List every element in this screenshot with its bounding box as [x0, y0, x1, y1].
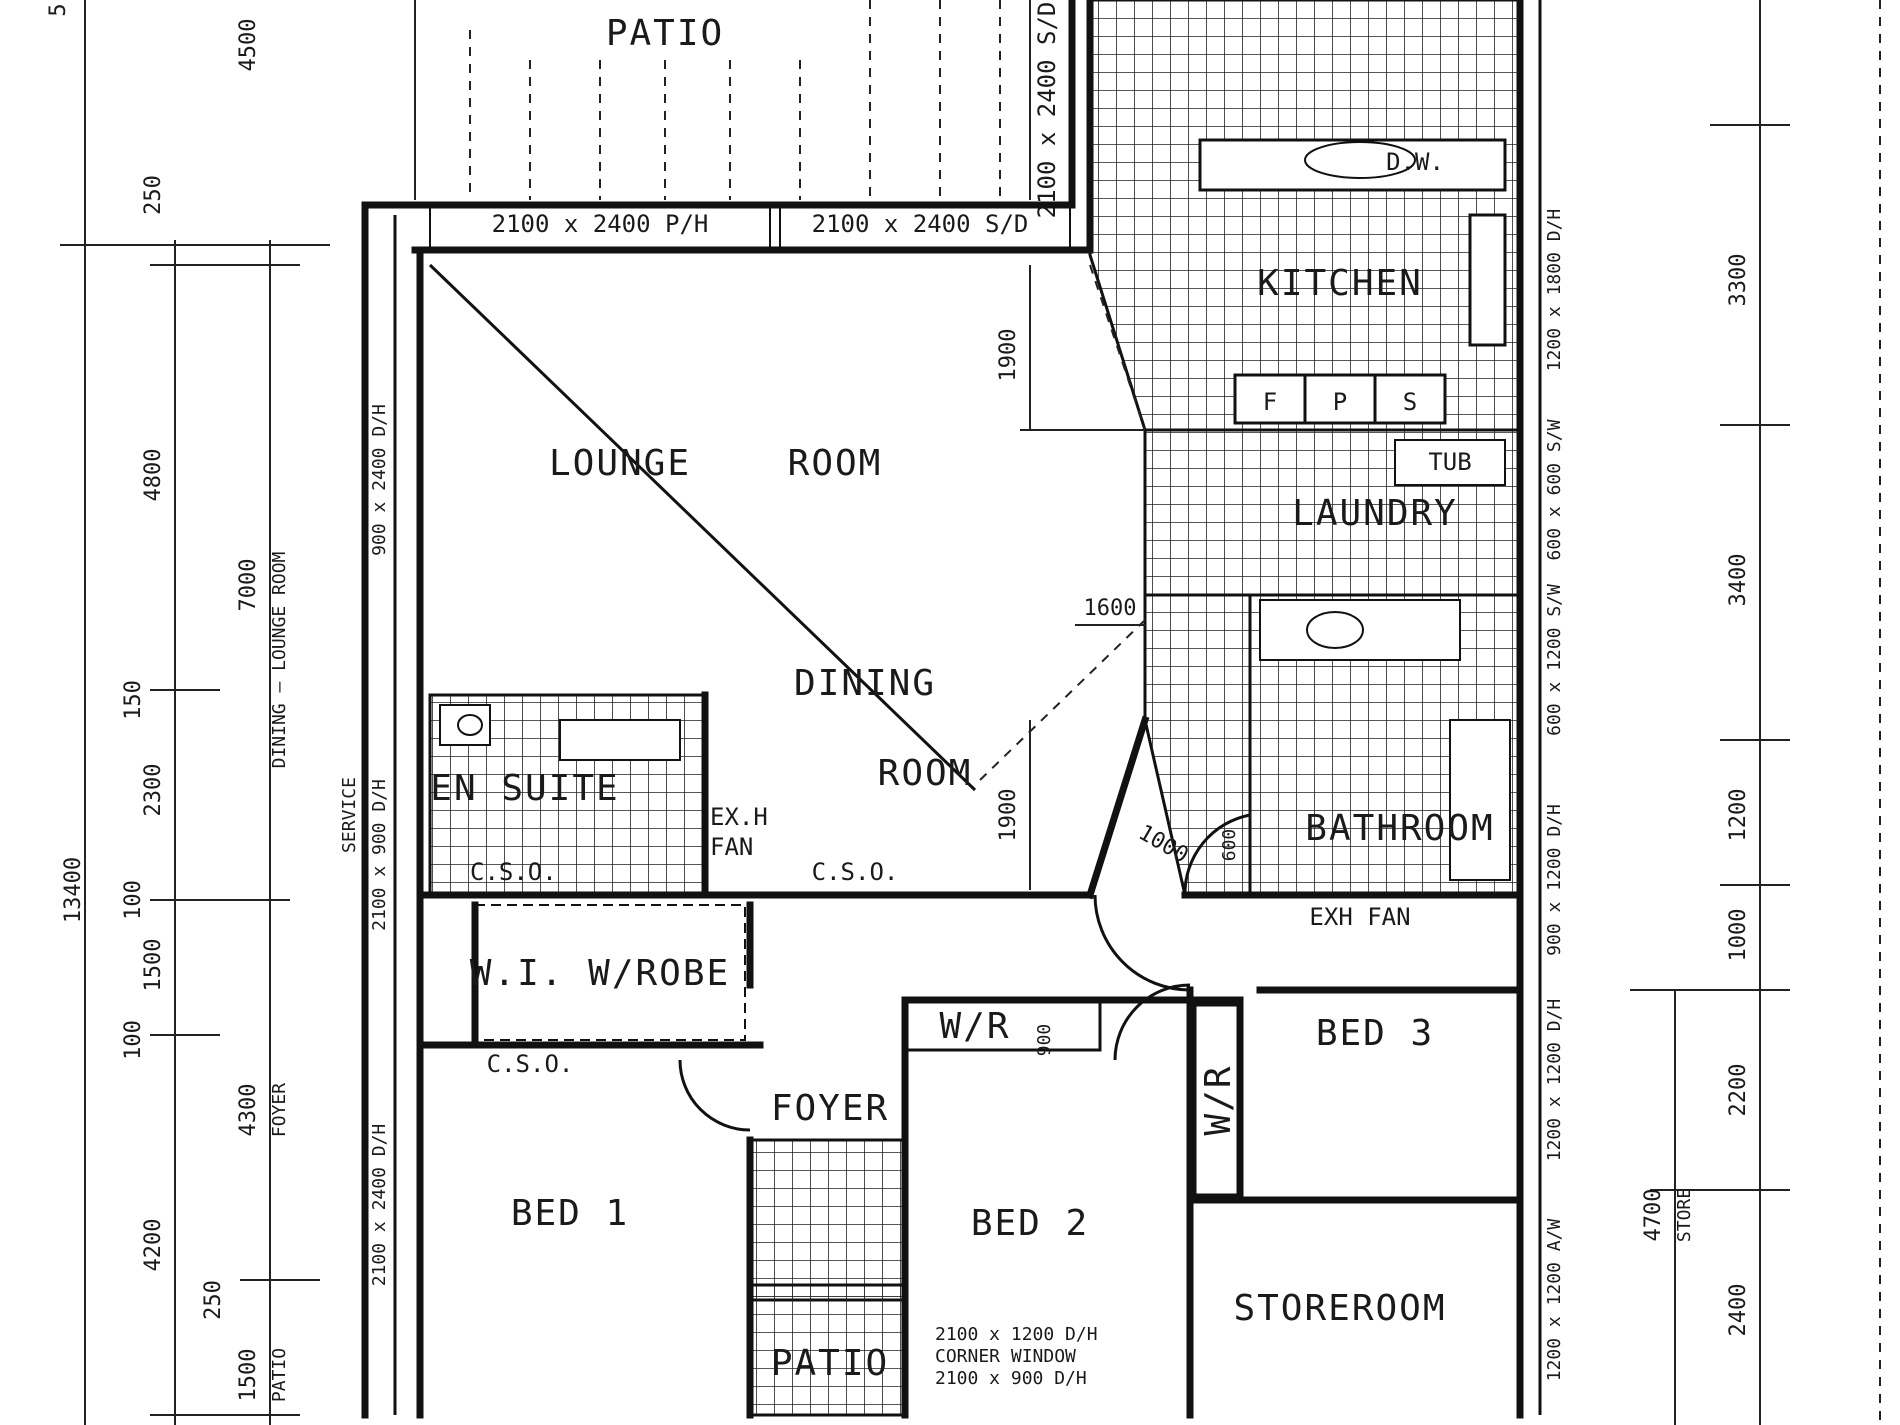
dim-2300: 2300	[141, 764, 166, 817]
dim-3300: 3300	[1726, 254, 1751, 307]
dim-1000-b: 1000	[1726, 909, 1751, 962]
room-label-wi-wrobe: W.I. W/ROBE	[470, 953, 730, 994]
dim-4300: 4300	[236, 1084, 261, 1137]
dim-1900-upper: 1900	[996, 329, 1021, 382]
right-opening-1: 600 x 600 S/W	[1544, 419, 1565, 560]
left-wall-notes: 900 x 2400 D/H SERVICE 2100 x 900 D/H 21…	[339, 404, 390, 1286]
dim-3400: 3400	[1726, 554, 1751, 607]
wardrobe-middle: W/R 900	[903, 998, 1102, 1057]
left-opening-2: SERVICE	[339, 777, 360, 853]
dim-250-b: 250	[201, 1280, 226, 1320]
room-label-bathroom: BATHROOM	[1305, 808, 1494, 849]
dim-1600: 1600	[1084, 596, 1137, 621]
cso-label-wrobe: C.S.O.	[487, 1050, 574, 1078]
dim-foyer-vertical: FOYER	[269, 1083, 290, 1137]
dim-7000: 7000	[236, 559, 261, 612]
cso-label-hall: C.S.O.	[812, 858, 899, 886]
room-label-patio-bottom: PATIO	[771, 1343, 889, 1384]
dim-dining-lounge: DINING — LOUNGE ROOM	[269, 551, 290, 768]
room-label-ensuite: EN SUITE	[430, 768, 619, 809]
dim-2200: 2200	[1726, 1064, 1751, 1117]
exhaust-fan-hall-label: EXH FAN	[1309, 903, 1410, 931]
right-opening-4: 1200 x 1200 D/H	[1544, 999, 1565, 1162]
laundry-fixtures: TUB LAUNDRY	[1292, 439, 1506, 534]
dim-4500: 4500	[236, 19, 261, 72]
room-label-wr-middle: W/R	[939, 1006, 1010, 1047]
room-label-patio-top: PATIO	[606, 13, 724, 54]
bathroom-fixtures: BATHROOM	[1259, 599, 1511, 881]
dim-150: 150	[121, 680, 146, 720]
bed2-note-3: 2100 x 900 D/H	[935, 1368, 1087, 1389]
fridge-label: F	[1263, 388, 1277, 416]
bed2-window-notes: 2100 x 1200 D/H CORNER WINDOW 2100 x 900…	[935, 1324, 1098, 1389]
patio-hatch-lines	[469, 0, 1001, 200]
dim-store-vertical: STORE	[1674, 1188, 1695, 1242]
dim-5: 5	[46, 3, 71, 16]
foyer-area	[748, 1138, 907, 1302]
left-opening-bed1: 2100 x 2400 D/H	[369, 1124, 390, 1287]
dim-100-b: 100	[121, 1020, 146, 1060]
wardrobe-bed3: W/R	[1193, 1003, 1242, 1197]
dim-1500: 1500	[141, 939, 166, 992]
patio-top: PATIO 2100 x 2400 S/D	[414, 0, 1061, 219]
room-label-lounge: LOUNGE	[549, 443, 691, 484]
dim-13400: 13400	[61, 857, 86, 923]
dim-4800: 4800	[141, 449, 166, 502]
right-opening-3: 900 x 1200 D/H	[1544, 804, 1565, 956]
opening-top-right: 2100 x 2400 S/D	[812, 210, 1029, 238]
dim-4200: 4200	[141, 1219, 166, 1272]
room-label-wr-bed3: W/R	[1198, 1064, 1239, 1135]
room-label-foyer: FOYER	[771, 1088, 889, 1129]
dim-2400: 2400	[1726, 1284, 1751, 1337]
stove-label: S	[1403, 388, 1417, 416]
opening-right-top: 2100 x 2400 S/D	[1033, 2, 1061, 219]
dim-1200: 1200	[1726, 789, 1751, 842]
right-opening-5: 1200 x 1200 A/W	[1544, 1219, 1565, 1382]
bedrooms: BED 1 BED 2 BED 3 STOREROOM FOYER PATIO	[511, 1013, 1446, 1384]
dim-1900-lower: 1900	[996, 789, 1021, 842]
dim-4700: 4700	[1641, 1189, 1666, 1242]
lounge-dining: LOUNGE ROOM DINING ROOM	[428, 263, 1146, 794]
top-windows: 2100 x 2400 P/H 2100 x 2400 S/D	[429, 204, 1071, 251]
room-label-bed3: BED 3	[1316, 1013, 1434, 1054]
dim-250: 250	[141, 175, 166, 215]
right-dimension-chain: 3300 3400 1200 1000 2200 4700 STORE 2400	[1630, 0, 1790, 1425]
room-label-dining-room: ROOM	[878, 753, 973, 794]
dim-1500-b: 1500	[236, 1349, 261, 1402]
cso-label-ensuite: C.S.O.	[470, 858, 557, 886]
tub-label: TUB	[1428, 448, 1471, 476]
exhaust-fan-label-2: FAN	[710, 833, 753, 861]
room-label-kitchen: KITCHEN	[1257, 263, 1423, 304]
pantry-label: P	[1333, 388, 1347, 416]
opening-top-left: 2100 x 2400 P/H	[492, 210, 709, 238]
left-dimension-chain: 4500 250 4800 7000 DINING — LOUNGE ROOM …	[46, 0, 330, 1425]
dim-100-a: 100	[121, 880, 146, 920]
room-label-bed1: BED 1	[511, 1193, 629, 1234]
bed2-note-1: 2100 x 1200 D/H	[935, 1324, 1098, 1345]
dim-900-wr: 900	[1034, 1024, 1055, 1057]
dishwasher-label: D.W.	[1386, 148, 1444, 176]
right-wall-notes: 1200 x 1800 D/H 600 x 600 S/W 600 x 1200…	[1544, 209, 1565, 1382]
exhaust-fan-label-1: EX.H	[710, 803, 768, 831]
kitchen-area	[1088, 0, 1522, 432]
bed2-note-2: CORNER WINDOW	[935, 1346, 1076, 1367]
walk-in-robe: W.I. W/ROBE C.S.O.	[470, 904, 746, 1078]
kitchen-fixtures: D.W. F P S KITCHEN	[1198, 138, 1507, 425]
ensuite-fixtures: EN SUITE EX.H FAN C.S.O.	[430, 704, 768, 886]
right-opening-2: 600 x 1200 S/W	[1544, 584, 1565, 736]
room-label-laundry: LAUNDRY	[1292, 493, 1458, 534]
room-label-lounge-room: ROOM	[788, 443, 883, 484]
left-opening-1: 900 x 2400 D/H	[369, 404, 390, 556]
dim-600-hall: 600	[1219, 829, 1240, 862]
door-swings	[678, 813, 1251, 1132]
room-label-storeroom: STOREROOM	[1233, 1288, 1446, 1329]
room-label-bed2: BED 2	[971, 1203, 1089, 1244]
dim-patio-vertical: PATIO	[269, 1348, 290, 1402]
right-opening-kitchen: 1200 x 1800 D/H	[1544, 209, 1565, 372]
left-opening-3: 2100 x 900 D/H	[369, 779, 390, 931]
room-label-dining: DINING	[794, 663, 936, 704]
